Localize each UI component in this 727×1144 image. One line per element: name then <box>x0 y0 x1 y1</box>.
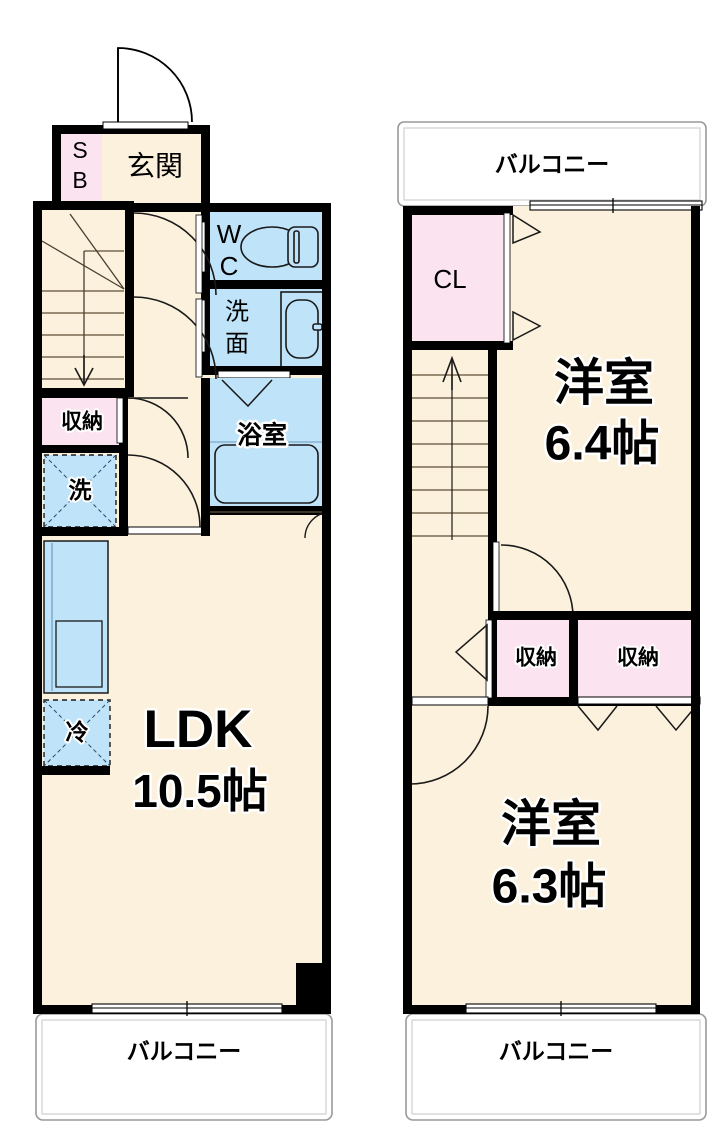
bathroom-label: 浴室 <box>237 421 287 450</box>
second-floor-plan: バルコニー バルコニー CL <box>397 121 707 1121</box>
washroom-label-1: 洗 <box>225 298 249 325</box>
room-lower-label: 洋室 <box>501 796 601 852</box>
ldk-area-label: 10.5帖 <box>132 765 268 817</box>
staircase-down <box>33 201 134 397</box>
first-floor-plan: バルコニー S B 玄関 <box>33 47 333 1121</box>
entrance-block: S B 玄関 <box>52 47 210 207</box>
washer-space: 洗 <box>33 452 203 536</box>
closet-2f-right-label: 収納 <box>617 646 659 670</box>
closet-1f-label: 収納 <box>61 410 103 434</box>
wc-label-1: W <box>217 219 242 249</box>
balcony-2f-bottom-label: バルコニー <box>499 1038 614 1064</box>
hall-walls <box>133 212 332 539</box>
room-lower-area-label: 6.3帖 <box>492 861 607 914</box>
second-floor-hall <box>403 556 489 785</box>
closet-1f: 収納 <box>33 390 189 459</box>
shoe-box-label-1: S <box>72 137 87 163</box>
second-floor-walls <box>403 206 700 1016</box>
balcony-1f: バルコニー <box>35 1013 333 1121</box>
refrigerator-label: 冷 <box>66 719 89 745</box>
room-upper-area-label: 6.4帖 <box>545 418 660 471</box>
cl-label: CL <box>433 264 466 294</box>
shoe-box-label-2: B <box>72 167 87 193</box>
balcony-2f-bottom: バルコニー <box>405 1013 707 1121</box>
closet-2f-left-label: 収納 <box>515 646 557 670</box>
balcony-1f-label: バルコニー <box>127 1038 242 1064</box>
bathroom: 浴室 <box>201 378 331 515</box>
ldk-room: LDK 10.5帖 <box>130 698 271 820</box>
toilet-room: W C <box>199 203 331 289</box>
washroom: 洗 面 <box>199 289 331 379</box>
staircase-up <box>403 350 497 616</box>
western-room-lower: 洋室 6.3帖 <box>489 794 609 916</box>
refrigerator-space: 冷 <box>42 699 111 775</box>
kitchen-counter <box>43 540 109 694</box>
first-floor-walls <box>33 203 331 1016</box>
washer-label: 洗 <box>69 477 92 503</box>
closets-2f: 収納 収納 <box>454 611 701 732</box>
room-upper-label: 洋室 <box>554 355 654 411</box>
entrance-label: 玄関 <box>127 150 183 181</box>
closet-cl: CL <box>403 206 542 350</box>
balcony-2f-top: バルコニー <box>397 121 707 207</box>
balcony-2f-top-label: バルコニー <box>495 151 610 177</box>
western-room-upper: 洋室 6.4帖 <box>492 198 703 618</box>
ldk-label: LDK <box>144 700 253 759</box>
wc-label-2: C <box>220 251 239 281</box>
washroom-label-2: 面 <box>225 330 249 357</box>
